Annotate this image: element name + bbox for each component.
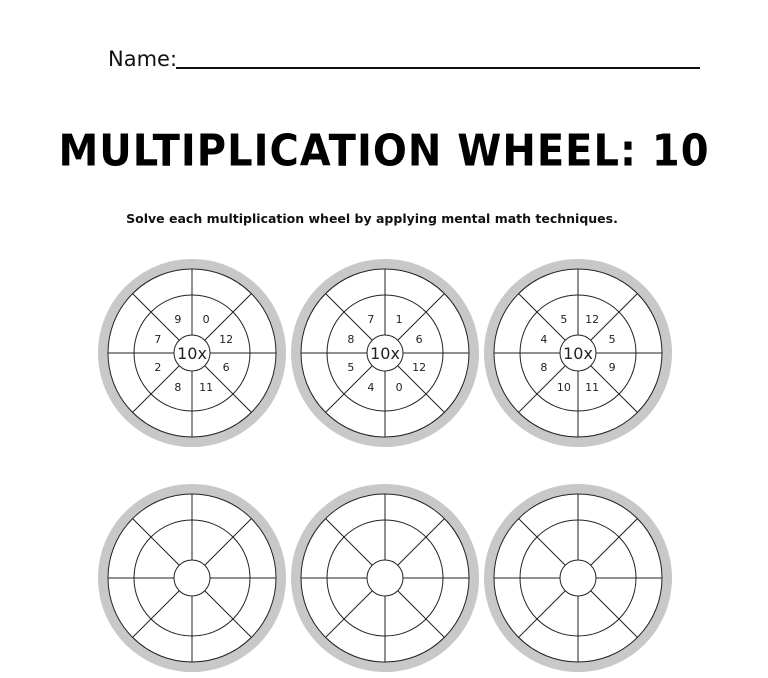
- wheel-number: 9: [174, 313, 181, 326]
- multiplication-wheel: [291, 484, 479, 672]
- wheel-spoke: [518, 365, 566, 413]
- name-line[interactable]: [176, 67, 700, 69]
- wheel-number-ring: [133, 294, 251, 412]
- wheel-number: 11: [585, 381, 599, 394]
- wheel-number-ring: [326, 294, 444, 412]
- wheel-number: 12: [585, 313, 599, 326]
- wheel-number: 8: [540, 361, 547, 374]
- wheel-spoke: [132, 365, 180, 413]
- wheel-spoke: [325, 293, 373, 341]
- wheel-spoke: [397, 293, 445, 341]
- wheel-number: 9: [609, 361, 616, 374]
- wheel-number: 6: [416, 333, 423, 346]
- wheel-number-ring: [519, 294, 637, 412]
- wheel-number: 10: [557, 381, 571, 394]
- multiplication-wheel: 10x 16 12 0 45 87: [291, 259, 479, 447]
- wheel-spoke: [590, 365, 638, 413]
- multiplication-wheel: 10x 0 12 6 11 82 79: [98, 259, 286, 447]
- wheel-center-circle: [173, 559, 211, 597]
- wheel-number: 7: [154, 333, 161, 346]
- wheel-number: 5: [609, 333, 616, 346]
- wheel-center-label: 10x: [177, 344, 207, 363]
- multiplication-wheel: [98, 484, 286, 672]
- wheel-number: 6: [223, 361, 230, 374]
- wheel-spoke: [132, 293, 180, 341]
- wheel-number: 12: [412, 361, 426, 374]
- wheel-number: 8: [347, 333, 354, 346]
- wheel-number: 5: [560, 313, 567, 326]
- wheel-center-circle: [366, 559, 404, 597]
- wheel-center-label: 10x: [370, 344, 400, 363]
- wheel-spoke: [204, 365, 252, 413]
- wheel-center-circle: [559, 334, 597, 372]
- multiplication-wheel: [484, 484, 672, 672]
- wheel-number: 5: [347, 361, 354, 374]
- wheel-spoke: [590, 293, 638, 341]
- wheel-number: 4: [367, 381, 374, 394]
- name-label: Name:: [108, 47, 178, 71]
- wheel-number: 2: [154, 361, 161, 374]
- wheel-center-circle: [366, 334, 404, 372]
- wheel-number: 1: [396, 313, 403, 326]
- wheel-center-circle: [559, 559, 597, 597]
- instructions: Solve each multiplication wheel by apply…: [126, 211, 618, 226]
- wheel-number: 0: [203, 313, 210, 326]
- wheel-number: 4: [540, 333, 547, 346]
- wheel-spoke: [397, 365, 445, 413]
- wheel-center-label: 10x: [563, 344, 593, 363]
- wheel-center-circle: [173, 334, 211, 372]
- wheel-spoke: [204, 293, 252, 341]
- wheel-number: 12: [219, 333, 233, 346]
- wheel-number: 11: [199, 381, 213, 394]
- wheel-number: 7: [367, 313, 374, 326]
- name-row: Name:: [108, 44, 177, 74]
- wheel-spoke: [518, 293, 566, 341]
- page-title: MULTIPLICATION WHEEL: 10: [58, 125, 710, 177]
- wheel-number: 8: [174, 381, 181, 394]
- wheel-number: 0: [396, 381, 403, 394]
- wheel-spoke: [325, 365, 373, 413]
